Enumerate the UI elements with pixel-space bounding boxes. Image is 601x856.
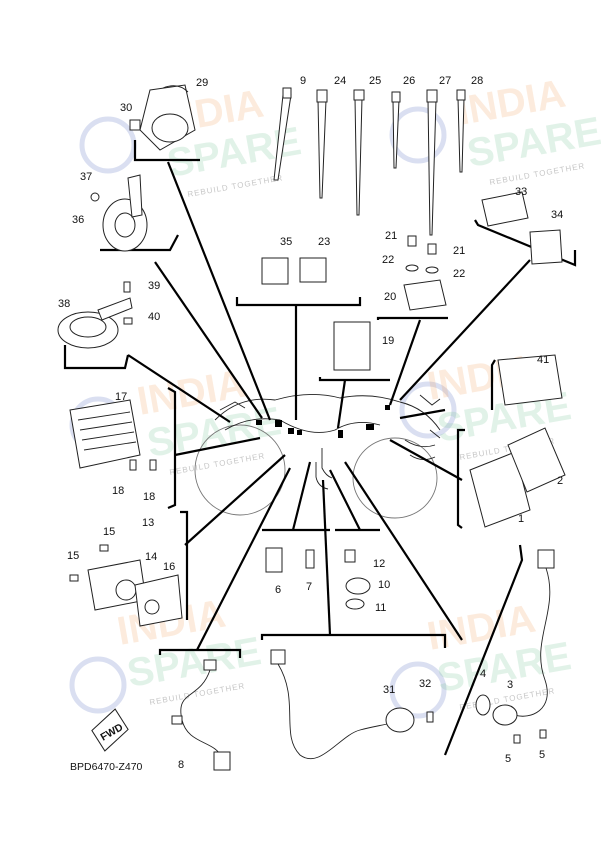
callout-28: 28	[471, 75, 483, 87]
callout-8: 8	[178, 759, 184, 771]
leader-lines	[127, 161, 531, 651]
part-o2-sensor-right	[475, 549, 555, 744]
callout-39: 39	[148, 280, 160, 292]
fwd-arrow: FWD	[91, 708, 129, 752]
part-sensor-bracket	[403, 235, 447, 311]
callout-12: 12	[373, 558, 385, 570]
callout-24: 24	[334, 75, 346, 87]
part-speed-sensor-harness	[270, 649, 434, 760]
callout-6: 6	[275, 584, 281, 596]
callout-16: 16	[163, 561, 175, 573]
group-brackets	[63, 140, 577, 756]
part-relay-cover	[497, 354, 563, 406]
callout-3: 3	[507, 679, 513, 691]
callout-29: 29	[196, 77, 208, 89]
callout-34: 34	[551, 209, 563, 221]
callout-21b: 21	[453, 245, 465, 257]
callout-10: 10	[378, 579, 390, 591]
callout-5b: 5	[539, 749, 545, 761]
callout-18a: 18	[112, 485, 124, 497]
callout-1: 1	[518, 513, 524, 525]
callout-15a: 15	[103, 526, 115, 538]
part-ecu	[469, 427, 566, 528]
callout-23: 23	[318, 236, 330, 248]
callouts: 1 2 3 4 5 5 6 7 8 9 10 11 12 13 14 15 15…	[58, 75, 563, 771]
part-iac-valve	[69, 544, 183, 627]
part-tie-wraps	[273, 87, 466, 236]
callout-33: 33	[515, 186, 527, 198]
callout-19: 19	[382, 335, 394, 347]
callout-22a: 22	[382, 254, 394, 266]
callout-30: 30	[120, 102, 132, 114]
callout-36: 36	[72, 214, 84, 226]
callout-5a: 5	[505, 753, 511, 765]
part-rectifier	[69, 399, 157, 471]
callout-7: 7	[306, 581, 312, 593]
callout-25: 25	[369, 75, 381, 87]
callout-20: 20	[384, 291, 396, 303]
part-connectors-right	[481, 191, 563, 265]
callout-35: 35	[280, 236, 292, 248]
part-horn-bracket-assembly	[129, 84, 196, 151]
callout-21a: 21	[385, 230, 397, 242]
callout-41: 41	[537, 354, 549, 366]
callout-15b: 15	[67, 550, 79, 562]
part-horn-2	[57, 281, 133, 349]
callout-32: 32	[419, 678, 431, 690]
callout-4: 4	[480, 668, 486, 680]
callout-22b: 22	[453, 268, 465, 280]
part-horn	[90, 174, 148, 252]
callout-27: 27	[439, 75, 451, 87]
callout-38: 38	[58, 298, 70, 310]
part-relays-middle	[261, 257, 371, 371]
callout-13: 13	[142, 517, 154, 529]
motorcycle-outline	[194, 393, 441, 519]
callout-26: 26	[403, 75, 415, 87]
callout-40: 40	[148, 311, 160, 323]
callout-37: 37	[80, 171, 92, 183]
callout-31: 31	[383, 684, 395, 696]
callout-18b: 18	[143, 491, 155, 503]
callout-17: 17	[115, 391, 127, 403]
diagram-code: BPD6470-Z470	[70, 761, 143, 773]
part-o2-sensor-left	[171, 659, 231, 771]
callout-11: 11	[375, 602, 386, 614]
watermark-logo-top-left: INDIA SPARE REBUILD TOGETHER	[79, 82, 304, 199]
watermark-logo-top-right: INDIA SPARE REBUILD TOGETHER	[389, 72, 601, 187]
callout-9: 9	[300, 75, 306, 87]
callout-14: 14	[145, 551, 157, 563]
callout-2: 2	[557, 475, 563, 487]
part-sensors-center	[265, 547, 371, 610]
